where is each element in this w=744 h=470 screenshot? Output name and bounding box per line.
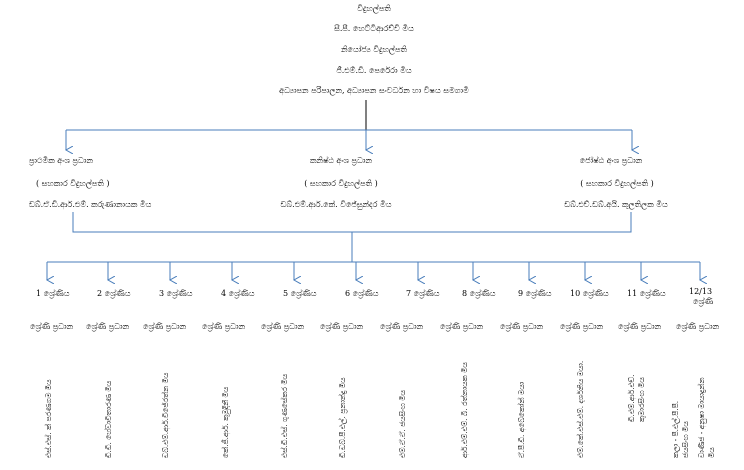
principal-name: සී.පී. හෙට්ටිආරච්චි මිය bbox=[334, 24, 414, 33]
grade-teacher-name-line4: මිය bbox=[707, 447, 716, 458]
grade-label: 6 ශ්‍රේණිය bbox=[345, 289, 379, 298]
grade-label: 3 ශ්‍රේණිය bbox=[159, 289, 193, 298]
grade-teacher-name: ඩී.ඩී. හේවාවිතාරණ මිය bbox=[104, 380, 113, 458]
grade-teacher-name: කේ.ජී.ආර්. කුමුදිනී මිය bbox=[221, 386, 230, 458]
section-primary-role: ( සහකාර විදුහල්පති ) bbox=[36, 179, 110, 188]
grade-teacher-name: එස්.එස්. ක් පරණගම මිය bbox=[44, 379, 53, 458]
deputy-role: අධ්‍යාපන පරිපාලන, අධ්‍යාපන සංවර්ධන හා වි… bbox=[279, 86, 469, 95]
grade-teacher-name: ආර්.එම්.එම්. බී. රත්නායක මිය bbox=[460, 362, 469, 458]
grade-teacher-name: ඒ.පී.ඩී. අබේකෝන් මයා bbox=[517, 381, 526, 458]
grade-head: ශ්‍රේණි ප්‍රධාන bbox=[320, 322, 364, 331]
grade-teacher-name-line3: වාණිජ - අනුෂා මායාදුන්න bbox=[697, 377, 706, 458]
grade-head: ශ්‍රේණි ප්‍රධාන bbox=[676, 322, 720, 331]
section-primary-title: ප්‍රාථමික අංශ ප්‍රධාන bbox=[29, 156, 93, 165]
grade-head: ශ්‍රේණි ප්‍රධාන bbox=[143, 322, 187, 331]
middle-merge-line bbox=[72, 212, 632, 233]
grade-label: 10 ශ්‍රේණිය bbox=[570, 289, 609, 298]
grade-head: ශ්‍රේණි ප්‍රධාන bbox=[380, 322, 424, 331]
section-junior-role: ( සහකාර විදුහල්පති ) bbox=[304, 179, 378, 188]
grade-label: 5 ශ්‍රේණිය bbox=[283, 289, 317, 298]
grade-teacher-name: ඩබ්.එම්.ආර්.විජේරත්න මිය bbox=[161, 372, 170, 458]
grade-teacher-name: එම්.ඒ.ඒ. ජයසිංහ මිය bbox=[398, 389, 407, 458]
deputy-title: නියෝජ්‍ය විදුහල්පති bbox=[341, 45, 407, 54]
grade-teacher-name-line2: ජයසිංහ මිය bbox=[681, 421, 690, 458]
grade-label: 8 ශ්‍රේණිය bbox=[462, 289, 496, 298]
deputy-name: ජී.එම්.ඩී. පෙරේරා මිය bbox=[336, 66, 412, 75]
section-junior-name: ඩබ්.එම්.ආර්.කේ. විජේසුන්දර මිය bbox=[280, 200, 392, 209]
grade-head: ශ්‍රේණි ප්‍රධාන bbox=[618, 322, 662, 331]
grade-label: 12/13 bbox=[689, 287, 713, 296]
principal-title: විදුහල්පති bbox=[357, 4, 391, 13]
grade-teacher-name-line2: කුමාරසිංහ මිය bbox=[637, 377, 646, 422]
grade-head: ශ්‍රේණි ප්‍රධාන bbox=[261, 322, 305, 331]
grade-label: 1 ශ්‍රේණිය bbox=[36, 289, 70, 298]
grade-label: 11 ශ්‍රේණිය bbox=[627, 289, 666, 298]
section-senior-name: ඩබ්.එච්.ඩබ්.අයි. කුලතිලක මිය bbox=[564, 200, 668, 209]
grade-teacher-name: එම්.කේ.එස්.එම්. දර්ශනිය මයා. bbox=[576, 360, 585, 458]
grade-head: ශ්‍රේණි ප්‍රධාන bbox=[30, 322, 74, 331]
grade-head: ශ්‍රේණි ප්‍රධාන bbox=[500, 322, 544, 331]
section-senior-role: ( සහකාර විදුහල්පති ) bbox=[580, 179, 654, 188]
grade-head: ශ්‍රේණි ප්‍රධාන bbox=[440, 322, 484, 331]
grade-label: 4 ශ්‍රේණිය bbox=[221, 289, 255, 298]
grade-head: ශ්‍රේණි ප්‍රධාන bbox=[86, 322, 130, 331]
grade-label: 9 ශ්‍රේණිය bbox=[518, 289, 552, 298]
grade-head: ශ්‍රේණි ප්‍රධාන bbox=[202, 322, 246, 331]
section-senior-title: ජෝෂ්ඨ අංශ ප්‍රධාන bbox=[579, 156, 643, 165]
grade-teacher-name: ඩී.ඩබ්.පී.එල්. ප්‍රනාන්දු මිය bbox=[338, 377, 347, 459]
grade-label-line2: ශ්‍රේණි bbox=[693, 297, 714, 306]
grade-teacher-name: කලා - පී.එල්.පී.පී. bbox=[671, 400, 680, 458]
grade-teacher-name: ඩී.එම්.ආර්.එච්. bbox=[627, 374, 636, 422]
grade-label: 7 ශ්‍රේණිය bbox=[406, 289, 440, 298]
grade-label: 2 ශ්‍රේණිය bbox=[97, 289, 131, 298]
grade-head: ශ්‍රේණි ප්‍රධාන bbox=[560, 322, 604, 331]
section-junior-title: කනිෂ්ඨ අංශ ප්‍රධාන bbox=[309, 156, 373, 165]
grade-teacher-name: එස්.ඩී.එස්. ගුණසේකර මිය bbox=[280, 373, 289, 458]
section-primary-name: ඩබ්.ඒ.ඩී.ආර්.එම්. කරුණානායක මිය bbox=[29, 200, 152, 209]
